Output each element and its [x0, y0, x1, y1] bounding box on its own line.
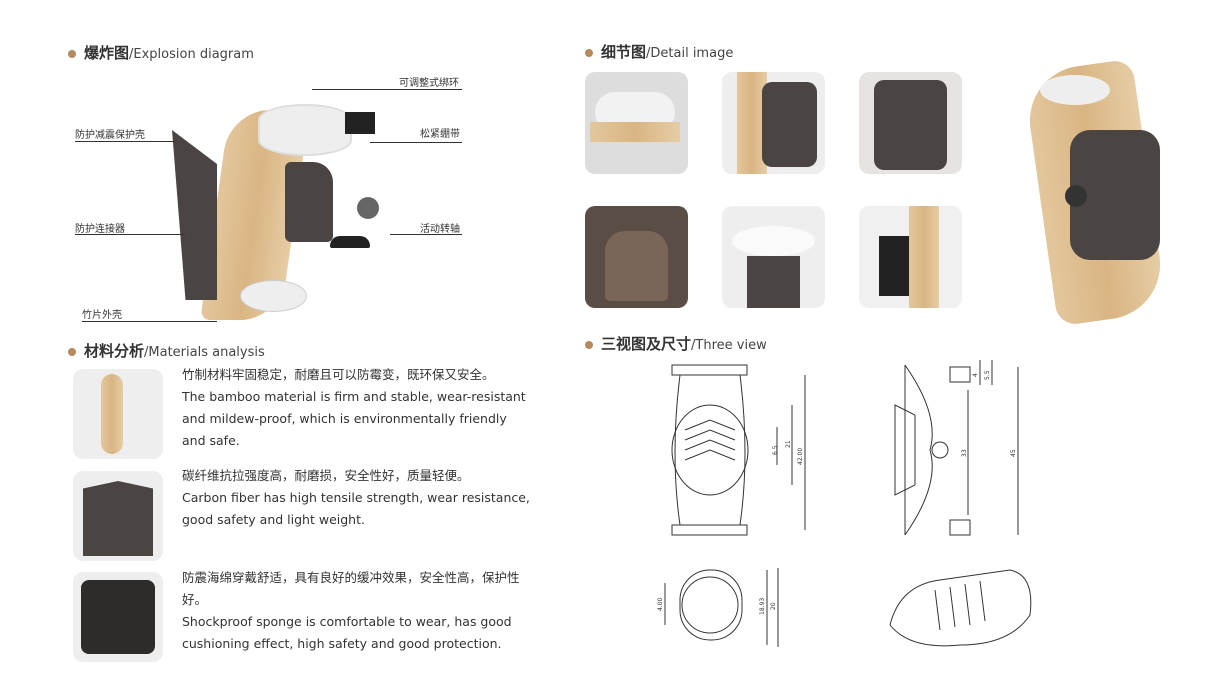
- label-pivot: 活动转轴: [420, 224, 460, 235]
- inner-pad-part: [285, 162, 333, 242]
- heading-en: /Explosion diagram: [129, 47, 254, 62]
- three-view-heading: 三视图及尺寸/Three view: [585, 333, 767, 354]
- elastic-band-part: [345, 112, 375, 134]
- detail-heading: 细节图/Detail image: [585, 41, 733, 62]
- detail-image-sponge: [585, 206, 688, 308]
- heading-cn: 三视图及尺寸: [601, 335, 692, 353]
- isometric-view: [889, 569, 1032, 647]
- material-en: Carbon fiber has high tensile strength, …: [182, 490, 530, 527]
- dim-label: 33: [961, 449, 968, 457]
- front-view: [671, 364, 806, 536]
- label-connector: 防护连接器: [75, 224, 125, 235]
- bullet-icon: [68, 49, 76, 58]
- label-shock-shell: 防护减震保护壳: [75, 130, 145, 141]
- dim-label: 4.00: [657, 597, 664, 611]
- detail-image-inner: [722, 206, 825, 308]
- pivot-part: [357, 197, 379, 219]
- dim-label: 21: [785, 440, 792, 448]
- label-elastic-band: 松紧绷带: [420, 129, 460, 140]
- dim-label: 18.93: [759, 598, 766, 615]
- detail-image-strap-ring: [585, 72, 688, 174]
- three-view-drawing: 6.5 21 42.00 4 5.5 33 45 4.00 18.93 20: [657, 360, 1032, 647]
- material-en: The bamboo material is firm and stable, …: [182, 389, 526, 448]
- heading-en: /Three view: [691, 338, 767, 353]
- heading-en: /Detail image: [646, 46, 734, 61]
- strap-ring-part: [258, 104, 352, 156]
- carbon-fiber-image: [73, 471, 163, 561]
- detail-image-side: [859, 206, 962, 308]
- sponge-image: [73, 572, 163, 662]
- side-view: [894, 360, 1019, 536]
- bullet-icon: [68, 347, 76, 356]
- product-render: [1020, 58, 1175, 327]
- material-item-bamboo: 竹制材料牢固稳定，耐磨且可以防霉变，既环保又安全。 The bamboo mate…: [182, 364, 532, 452]
- dim-label: 5.5: [984, 370, 991, 380]
- dim-label: 45: [1010, 449, 1017, 457]
- material-en: Shockproof sponge is comfortable to wear…: [182, 614, 512, 651]
- material-cn: 竹制材料牢固稳定，耐磨且可以防霉变，既环保又安全。: [182, 367, 495, 382]
- top-view: [664, 568, 779, 647]
- heading-cn: 材料分析: [84, 342, 145, 360]
- pivot-cover-part: [330, 236, 370, 248]
- label-bamboo-shell: 竹片外壳: [82, 310, 122, 321]
- materials-heading: 材料分析/Materials analysis: [68, 340, 265, 361]
- dim-label: 6.5: [772, 445, 779, 455]
- dim-label: 20: [770, 602, 777, 610]
- material-cn: 防震海绵穿戴舒适，具有良好的缓冲效果，安全性高，保护性好。: [182, 570, 520, 607]
- bullet-icon: [585, 48, 593, 57]
- heading-en: /Materials analysis: [144, 345, 265, 360]
- explosion-heading: 爆炸图/Explosion diagram: [68, 42, 254, 63]
- bamboo-material-image: [73, 369, 163, 459]
- detail-image-pivot: [722, 72, 825, 174]
- lower-ring-part: [240, 280, 307, 312]
- protective-shell-part: [172, 130, 217, 300]
- bullet-icon: [585, 340, 593, 349]
- detail-image-shell: [859, 72, 962, 174]
- material-item-carbon: 碳纤维抗拉强度高，耐磨损，安全性好，质量轻便。 Carbon fiber has …: [182, 465, 532, 531]
- material-item-sponge: 防震海绵穿戴舒适，具有良好的缓冲效果，安全性高，保护性好。 Shockproof …: [182, 567, 532, 655]
- dim-label: 42.00: [797, 448, 804, 465]
- heading-cn: 细节图: [601, 43, 647, 61]
- dim-label: 4: [972, 373, 979, 377]
- heading-cn: 爆炸图: [84, 44, 130, 62]
- material-cn: 碳纤维抗拉强度高，耐磨损，安全性好，质量轻便。: [182, 468, 470, 483]
- label-adjustable-strap-ring: 可调整式绑环: [399, 78, 459, 89]
